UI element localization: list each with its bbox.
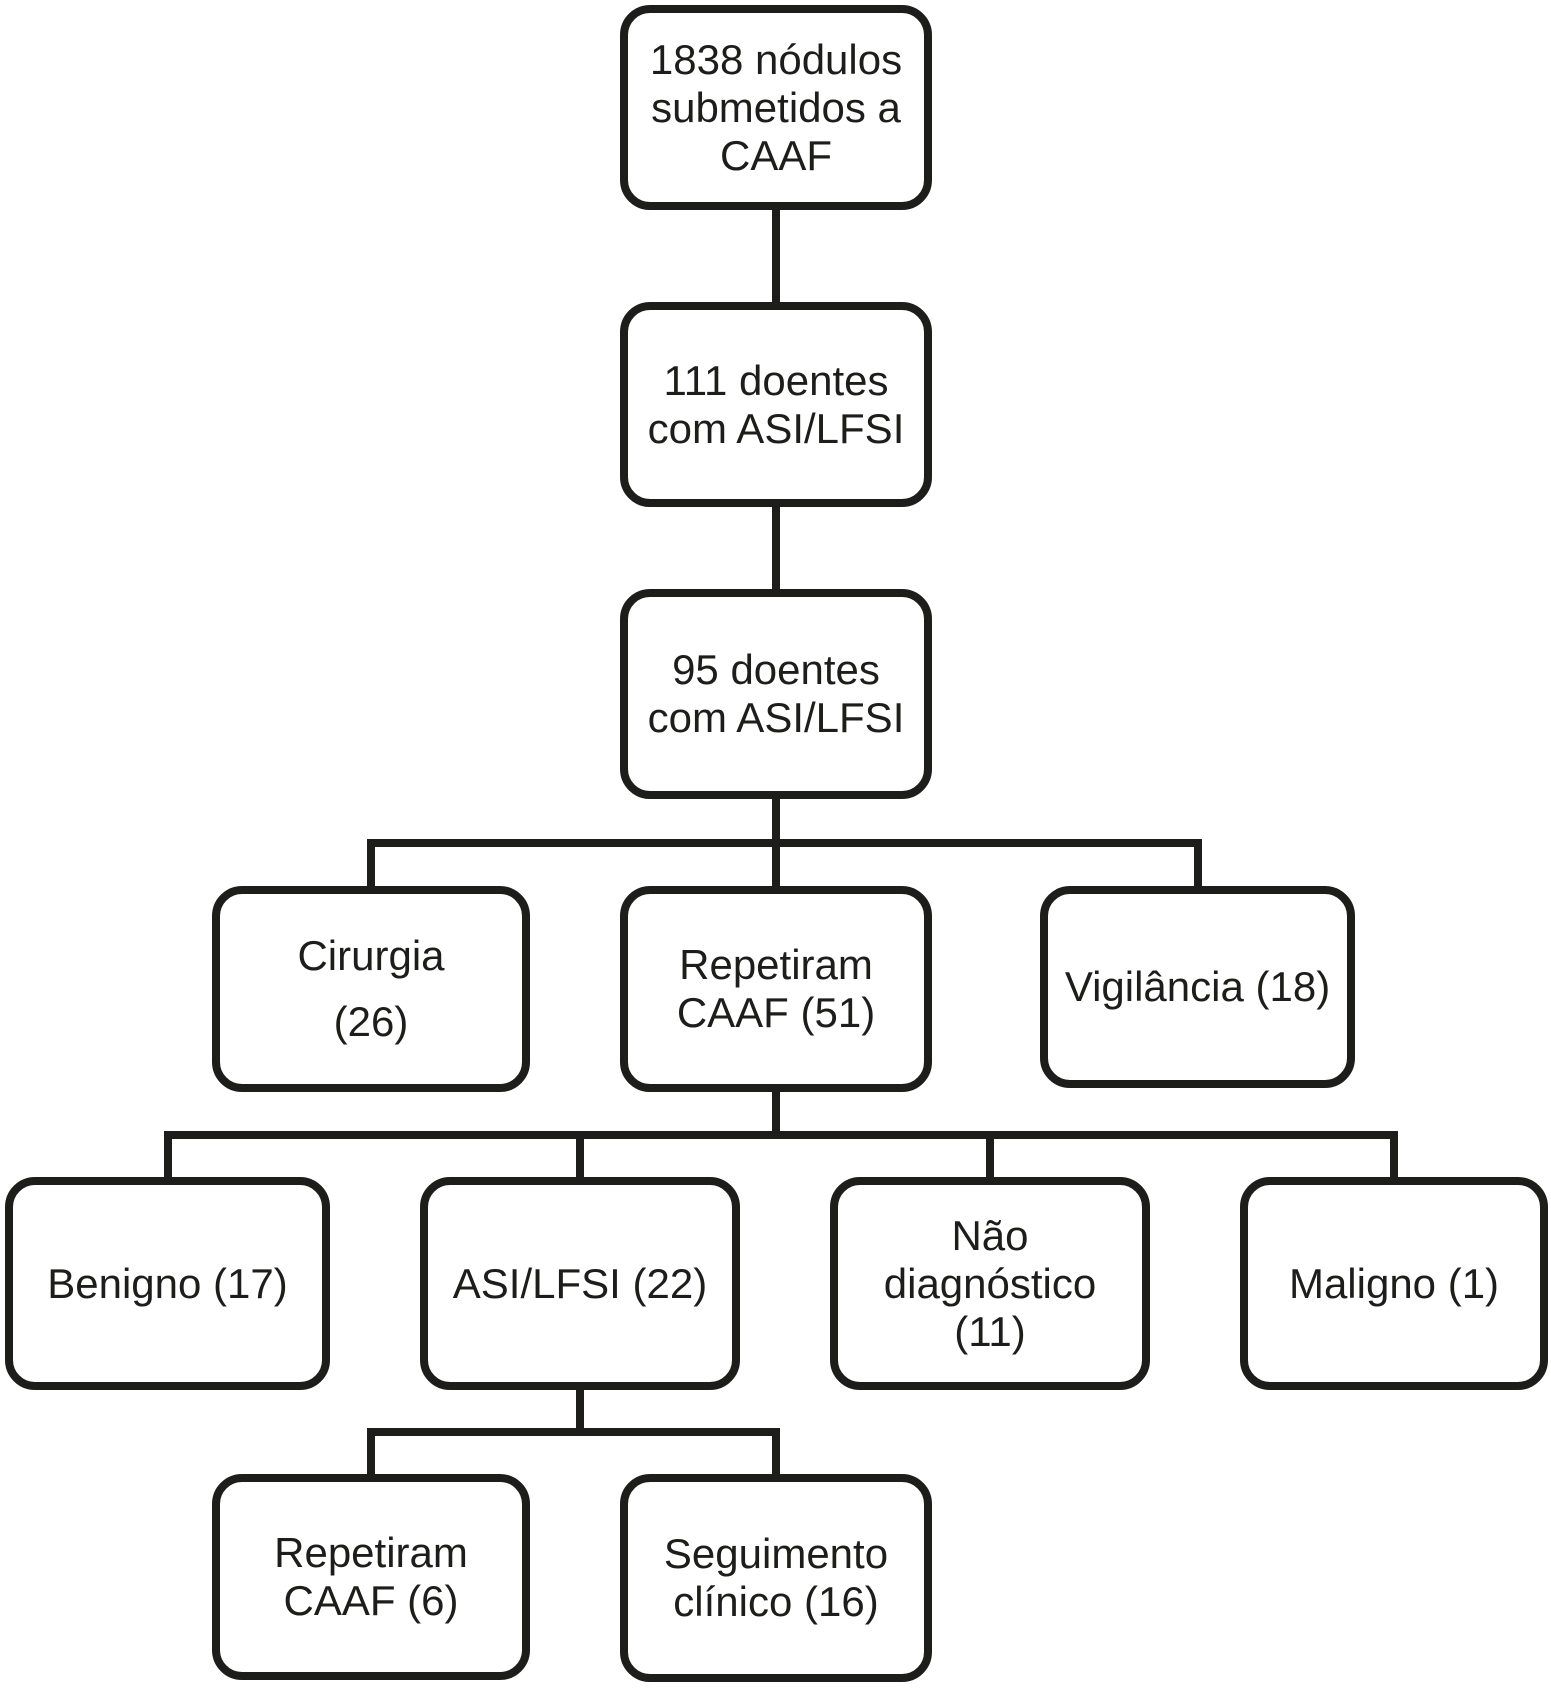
node-vigilancia: Vigilância (18) — [1040, 886, 1355, 1088]
connector-line — [367, 839, 1202, 847]
node-benigno: Benigno (17) — [5, 1177, 330, 1390]
node-label-line: diagnóstico — [883, 1259, 1097, 1307]
node-label-line: Vigilância (18) — [1064, 963, 1331, 1010]
node-label-line: ASI/LFSI (22) — [452, 1259, 708, 1307]
node-label-line: Seguimento — [663, 1530, 889, 1577]
node-maligno: Maligno (1) — [1240, 1177, 1548, 1390]
node-label-line: CAAF (6) — [283, 1577, 459, 1624]
node-label-line: CAAF — [719, 131, 832, 179]
connector-line — [367, 1428, 780, 1436]
node-cirurgia: Cirurgia (26) — [212, 886, 530, 1092]
node-label-line: 1838 nódulos — [649, 35, 903, 83]
node-label-line: (11) — [954, 1307, 1026, 1355]
connector-line — [163, 1131, 1398, 1139]
node-label-line: submetidos a — [651, 83, 901, 131]
node-label-line: com ASI/LFSI — [647, 694, 905, 741]
node-label-line: Repetiram — [274, 1529, 468, 1576]
connector-line — [1390, 1135, 1398, 1179]
node-asi-lfsi-22: ASI/LFSI (22) — [420, 1177, 740, 1390]
connector-line — [163, 1135, 172, 1179]
node-label-line: CAAF (51) — [676, 989, 876, 1036]
connector-line — [367, 843, 375, 888]
node-label-line: Cirurgia — [297, 932, 445, 979]
node-label-line: Benigno (17) — [47, 1259, 288, 1307]
node-label-line: 95 doentes — [672, 646, 880, 693]
connector-line — [772, 208, 780, 304]
connector-line — [986, 1135, 994, 1179]
node-label-line: Repetiram — [679, 941, 873, 988]
connector-line — [367, 1432, 375, 1476]
connector-line — [576, 1388, 584, 1436]
connector-line — [772, 505, 780, 591]
node-label-line: 111 doentes — [663, 356, 889, 404]
connector-line — [576, 1135, 584, 1179]
node-label-line: Não — [951, 1211, 1029, 1259]
connector-line — [772, 797, 780, 847]
node-label-line: (26) — [333, 998, 409, 1045]
node-label-line: clínico (16) — [673, 1578, 879, 1625]
connector-line — [772, 1090, 780, 1139]
node-label-line: Maligno (1) — [1288, 1259, 1500, 1307]
connector-line — [772, 1432, 780, 1476]
connector-line — [772, 843, 780, 888]
node-label-line: com ASI/LFSI — [647, 404, 905, 452]
connector-line — [1193, 843, 1202, 888]
